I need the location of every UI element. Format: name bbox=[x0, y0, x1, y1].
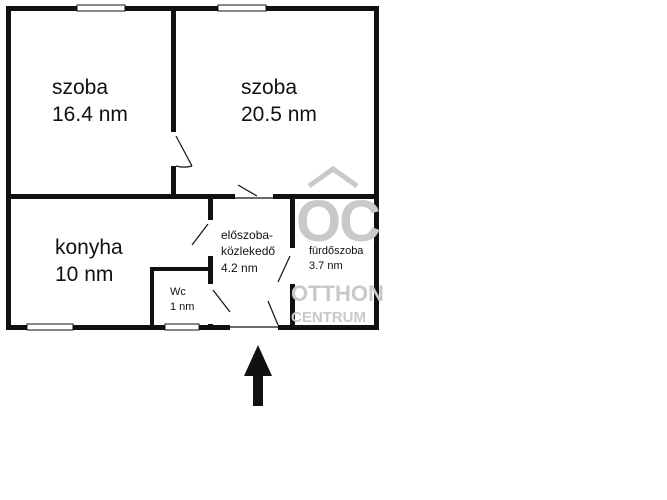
wall-wc-left bbox=[150, 267, 154, 329]
wall-horizontal-middle bbox=[6, 194, 379, 199]
door-gap bbox=[208, 284, 213, 324]
outer-wall-right bbox=[374, 6, 379, 330]
wall-between-rooms bbox=[171, 6, 176, 198]
room-name: Wc bbox=[170, 286, 186, 298]
door-leaf bbox=[175, 135, 193, 167]
door-leaf bbox=[277, 255, 291, 283]
room-name: szoba bbox=[52, 76, 109, 99]
door-leaf bbox=[237, 184, 258, 197]
watermark-logo: OC bbox=[296, 189, 381, 254]
window bbox=[26, 323, 74, 331]
room-name: konyha bbox=[55, 236, 123, 259]
door-gap bbox=[208, 220, 213, 256]
room-name: fürdőszoba bbox=[309, 245, 364, 257]
outer-wall-left bbox=[6, 6, 11, 330]
room-area: 16.4 nm bbox=[52, 103, 128, 126]
window bbox=[76, 4, 126, 12]
room-area: 3.7 nm bbox=[309, 260, 343, 272]
watermark-line2: CENTRUM bbox=[291, 309, 366, 326]
room-name-line2: közlekedő bbox=[221, 244, 276, 258]
window bbox=[217, 4, 267, 12]
watermark-roof-icon bbox=[307, 165, 359, 189]
watermark-line1: OTTHON bbox=[291, 281, 384, 306]
wall-corridor-left bbox=[208, 194, 213, 330]
door-gap bbox=[171, 132, 176, 166]
room-name: szoba bbox=[241, 76, 298, 99]
outer-wall-top bbox=[6, 6, 379, 11]
door-leaf bbox=[212, 289, 231, 313]
up-arrow-icon bbox=[244, 345, 272, 406]
room-area: 4.2 nm bbox=[221, 261, 258, 275]
doors bbox=[171, 132, 295, 330]
room-name: előszoba- bbox=[221, 228, 274, 242]
wall-wc-top bbox=[150, 267, 212, 271]
windows bbox=[26, 4, 267, 331]
room-area: 1 nm bbox=[170, 301, 195, 313]
door-gap bbox=[235, 194, 273, 199]
room-area: 20.5 nm bbox=[241, 103, 317, 126]
room-area: 10 nm bbox=[55, 263, 114, 286]
door-leaf bbox=[191, 223, 209, 246]
door-gap bbox=[290, 248, 295, 284]
door-swing bbox=[175, 165, 193, 168]
window bbox=[164, 323, 200, 331]
door-leaf bbox=[267, 300, 279, 326]
